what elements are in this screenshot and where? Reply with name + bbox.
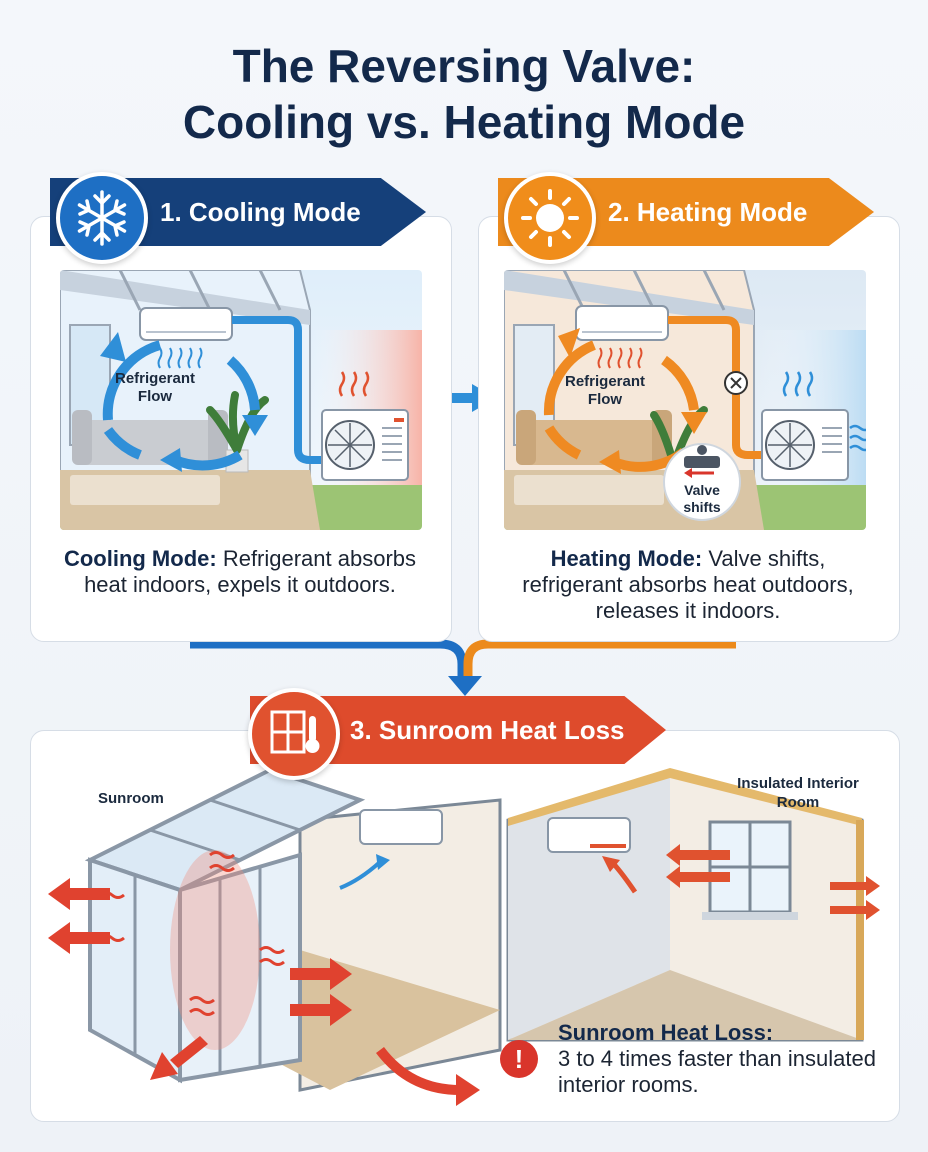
valve-label-2: shifts xyxy=(683,499,721,515)
heating-caption-bold: Heating Mode: xyxy=(550,546,703,571)
interior-label-1: Insulated Interior xyxy=(737,775,859,792)
title-line-1: The Reversing Valve: xyxy=(232,40,696,92)
heating-caption: Heating Mode: Valve shifts, refrigerant … xyxy=(498,546,878,624)
heating-flow-label-2: Flow xyxy=(587,391,623,408)
title-line-2: Cooling vs. Heating Mode xyxy=(182,96,746,148)
cooling-flow-label-2: Flow xyxy=(137,388,173,405)
cooling-caption-bold: Cooling Mode: xyxy=(63,546,217,571)
heat-loss-note: Sunroom Heat Loss: 3 to 4 times faster t… xyxy=(558,1020,878,1098)
cooling-scene xyxy=(60,270,422,530)
alert-icon: ! xyxy=(500,1040,538,1078)
heat-loss-note-bold: Sunroom Heat Loss: xyxy=(558,1020,774,1045)
cooling-flow-label-1: Refrigerant xyxy=(114,370,196,387)
cooling-flow-label: Refrigerant Flow xyxy=(110,370,200,406)
cooling-caption: Cooling Mode: Refrigerant absorbs heat i… xyxy=(50,546,430,598)
window-thermometer-icon xyxy=(248,688,340,780)
interior-label-2: Room xyxy=(776,794,820,811)
heating-caption-text: Valve shifts, refrigerant absorbs heat o… xyxy=(522,546,854,623)
page-title: The Reversing Valve: Cooling vs. Heating… xyxy=(0,38,928,150)
valve-label-1: Valve xyxy=(684,482,720,498)
heat-loss-note-text: 3 to 4 times faster than insulated inter… xyxy=(558,1046,876,1097)
heating-flow-label: Refrigerant Flow xyxy=(560,373,650,409)
sunroom-label: Sunroom xyxy=(98,790,164,807)
cooling-caption-text: Refrigerant absorbs heat indoors, expels… xyxy=(84,546,417,597)
snowflake-icon xyxy=(56,172,148,264)
sun-icon xyxy=(504,172,596,264)
sunroom-scene xyxy=(48,767,880,1106)
valve-shifts-label: Valve shifts xyxy=(672,482,732,516)
heating-scene xyxy=(504,270,866,530)
heating-flow-label-1: Refrigerant xyxy=(564,373,646,390)
interior-room-label: Insulated Interior Room xyxy=(718,774,878,812)
